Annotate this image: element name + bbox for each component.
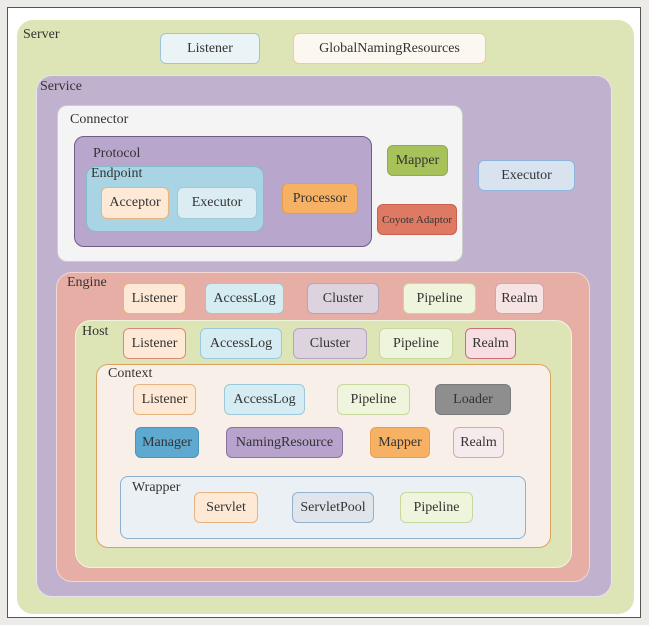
loader-box: Loader <box>435 384 511 415</box>
context-listener-box: Listener <box>133 384 196 415</box>
host-listener-box: Listener <box>123 328 186 359</box>
endpoint-label: Endpoint <box>91 166 143 181</box>
connector-label: Connector <box>70 112 129 127</box>
protocol-label: Protocol <box>93 146 141 161</box>
context-pipeline-box: Pipeline <box>337 384 410 415</box>
server-listener-box: Listener <box>160 33 260 64</box>
endpoint-executor-box: Executor <box>177 187 257 219</box>
service-label: Service <box>40 79 82 94</box>
engine-accesslog-box: AccessLog <box>205 283 284 314</box>
host-cluster-box: Cluster <box>293 328 367 359</box>
connector-mapper-box: Mapper <box>387 145 448 176</box>
wrapper-label: Wrapper <box>132 480 181 495</box>
host-realm-box: Realm <box>465 328 516 359</box>
servlet-pool-box: ServletPool <box>292 492 374 523</box>
engine-realm-box: Realm <box>495 283 544 314</box>
manager-box: Manager <box>135 427 199 458</box>
engine-cluster-box: Cluster <box>307 283 379 314</box>
service-executor-box: Executor <box>478 160 575 191</box>
engine-listener-box: Listener <box>123 283 186 314</box>
processor-box: Processor <box>282 183 358 214</box>
engine-pipeline-box: Pipeline <box>403 283 476 314</box>
context-realm-box: Realm <box>453 427 504 458</box>
wrapper-pipeline-box: Pipeline <box>400 492 473 523</box>
servlet-box: Servlet <box>194 492 258 523</box>
host-accesslog-box: AccessLog <box>200 328 282 359</box>
engine-label: Engine <box>67 275 107 290</box>
server-label: Server <box>23 27 60 42</box>
global-naming-resources-box: GlobalNamingResources <box>293 33 486 64</box>
naming-resource-box: NamingResource <box>226 427 343 458</box>
coyote-adaptor-box: Coyote Adaptor <box>377 204 457 235</box>
host-label: Host <box>82 324 109 339</box>
context-accesslog-box: AccessLog <box>224 384 305 415</box>
context-mapper-box: Mapper <box>370 427 430 458</box>
context-label: Context <box>108 366 153 381</box>
acceptor-box: Acceptor <box>101 187 169 219</box>
host-pipeline-box: Pipeline <box>379 328 453 359</box>
